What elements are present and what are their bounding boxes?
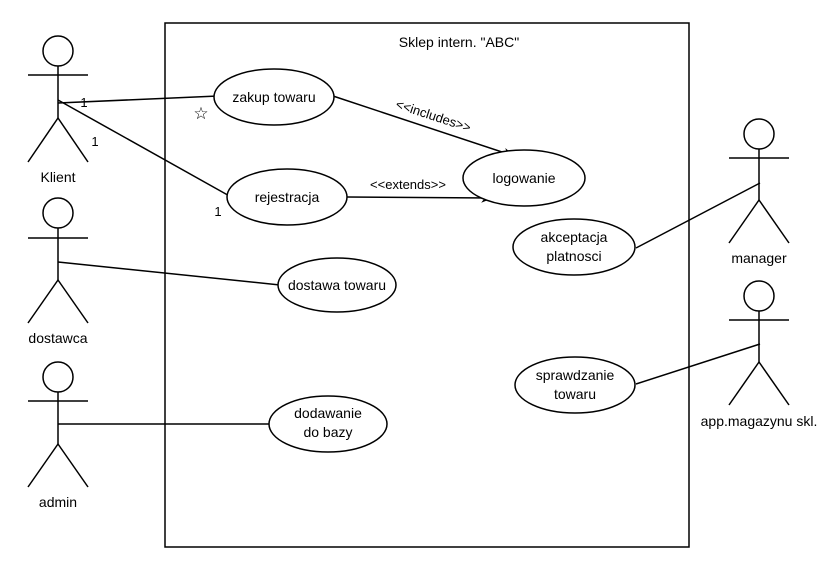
use-case-akceptacja-line2: platnosci <box>546 248 601 264</box>
use-case-akceptacja: akceptacja platnosci <box>512 218 636 276</box>
actor-manager-label: manager <box>731 250 787 266</box>
actor-magazyn: app.magazynu skl. <box>701 280 818 429</box>
actor-klient: Klient <box>27 35 89 185</box>
use-case-sprawdzanie: sprawdzanie towaru <box>514 356 636 414</box>
assoc-manager-akceptacja <box>635 182 761 249</box>
actor-dostawca: dostawca <box>27 197 89 346</box>
actor-admin: admin <box>27 361 89 510</box>
use-case-dostawa-label: dostawa towaru <box>288 277 386 293</box>
use-case-dodawanie-line2: do bazy <box>303 424 352 440</box>
extend-arrow <box>346 193 494 203</box>
star-icon: ☆ <box>193 104 208 123</box>
use-case-logowanie-label: logowanie <box>492 170 555 186</box>
actor-dostawca-label: dostawca <box>28 330 87 346</box>
use-case-zakup: zakup towaru <box>213 68 335 126</box>
use-case-dodawanie-line1: dodawanie <box>294 405 362 421</box>
extends-label: <<extends>> <box>370 177 446 192</box>
klient-figure-icon <box>27 35 89 163</box>
use-case-sprawdzanie-line1: sprawdzanie <box>536 367 615 383</box>
use-case-rejestracja-label: rejestracja <box>255 189 320 205</box>
system-title: Sklep intern. "ABC" <box>399 34 519 50</box>
multiplicity-klient-rejestracja: 1 <box>91 134 98 149</box>
dostawca-figure-icon <box>27 197 89 324</box>
admin-figure-icon <box>27 361 89 488</box>
assoc-klient-rejestracja <box>57 99 234 199</box>
actor-manager: manager <box>728 118 790 266</box>
multiplicity-rejestracja: 1 <box>214 204 221 219</box>
assoc-magazyn-sprawdzanie <box>635 343 761 385</box>
magazyn-figure-icon <box>728 280 790 406</box>
use-case-dostawa: dostawa towaru <box>277 257 397 313</box>
actor-admin-label: admin <box>39 494 77 510</box>
use-case-sprawdzanie-line2: towaru <box>554 386 596 402</box>
manager-figure-icon <box>728 118 790 244</box>
actor-klient-label: Klient <box>40 169 75 185</box>
use-case-akceptacja-line1: akceptacja <box>541 229 608 245</box>
actor-magazyn-label: app.magazynu skl. <box>701 413 818 429</box>
multiplicity-klient-zakup: 1 <box>80 95 87 110</box>
use-case-zakup-label: zakup towaru <box>232 89 315 105</box>
assoc-dostawca-dostawa <box>57 261 281 286</box>
include-arrow <box>332 95 516 158</box>
assoc-klient-zakup <box>57 95 219 104</box>
use-case-dodawanie: dodawanie do bazy <box>268 395 388 453</box>
use-case-rejestracja: rejestracja <box>226 168 348 226</box>
use-case-logowanie: logowanie <box>462 149 586 207</box>
